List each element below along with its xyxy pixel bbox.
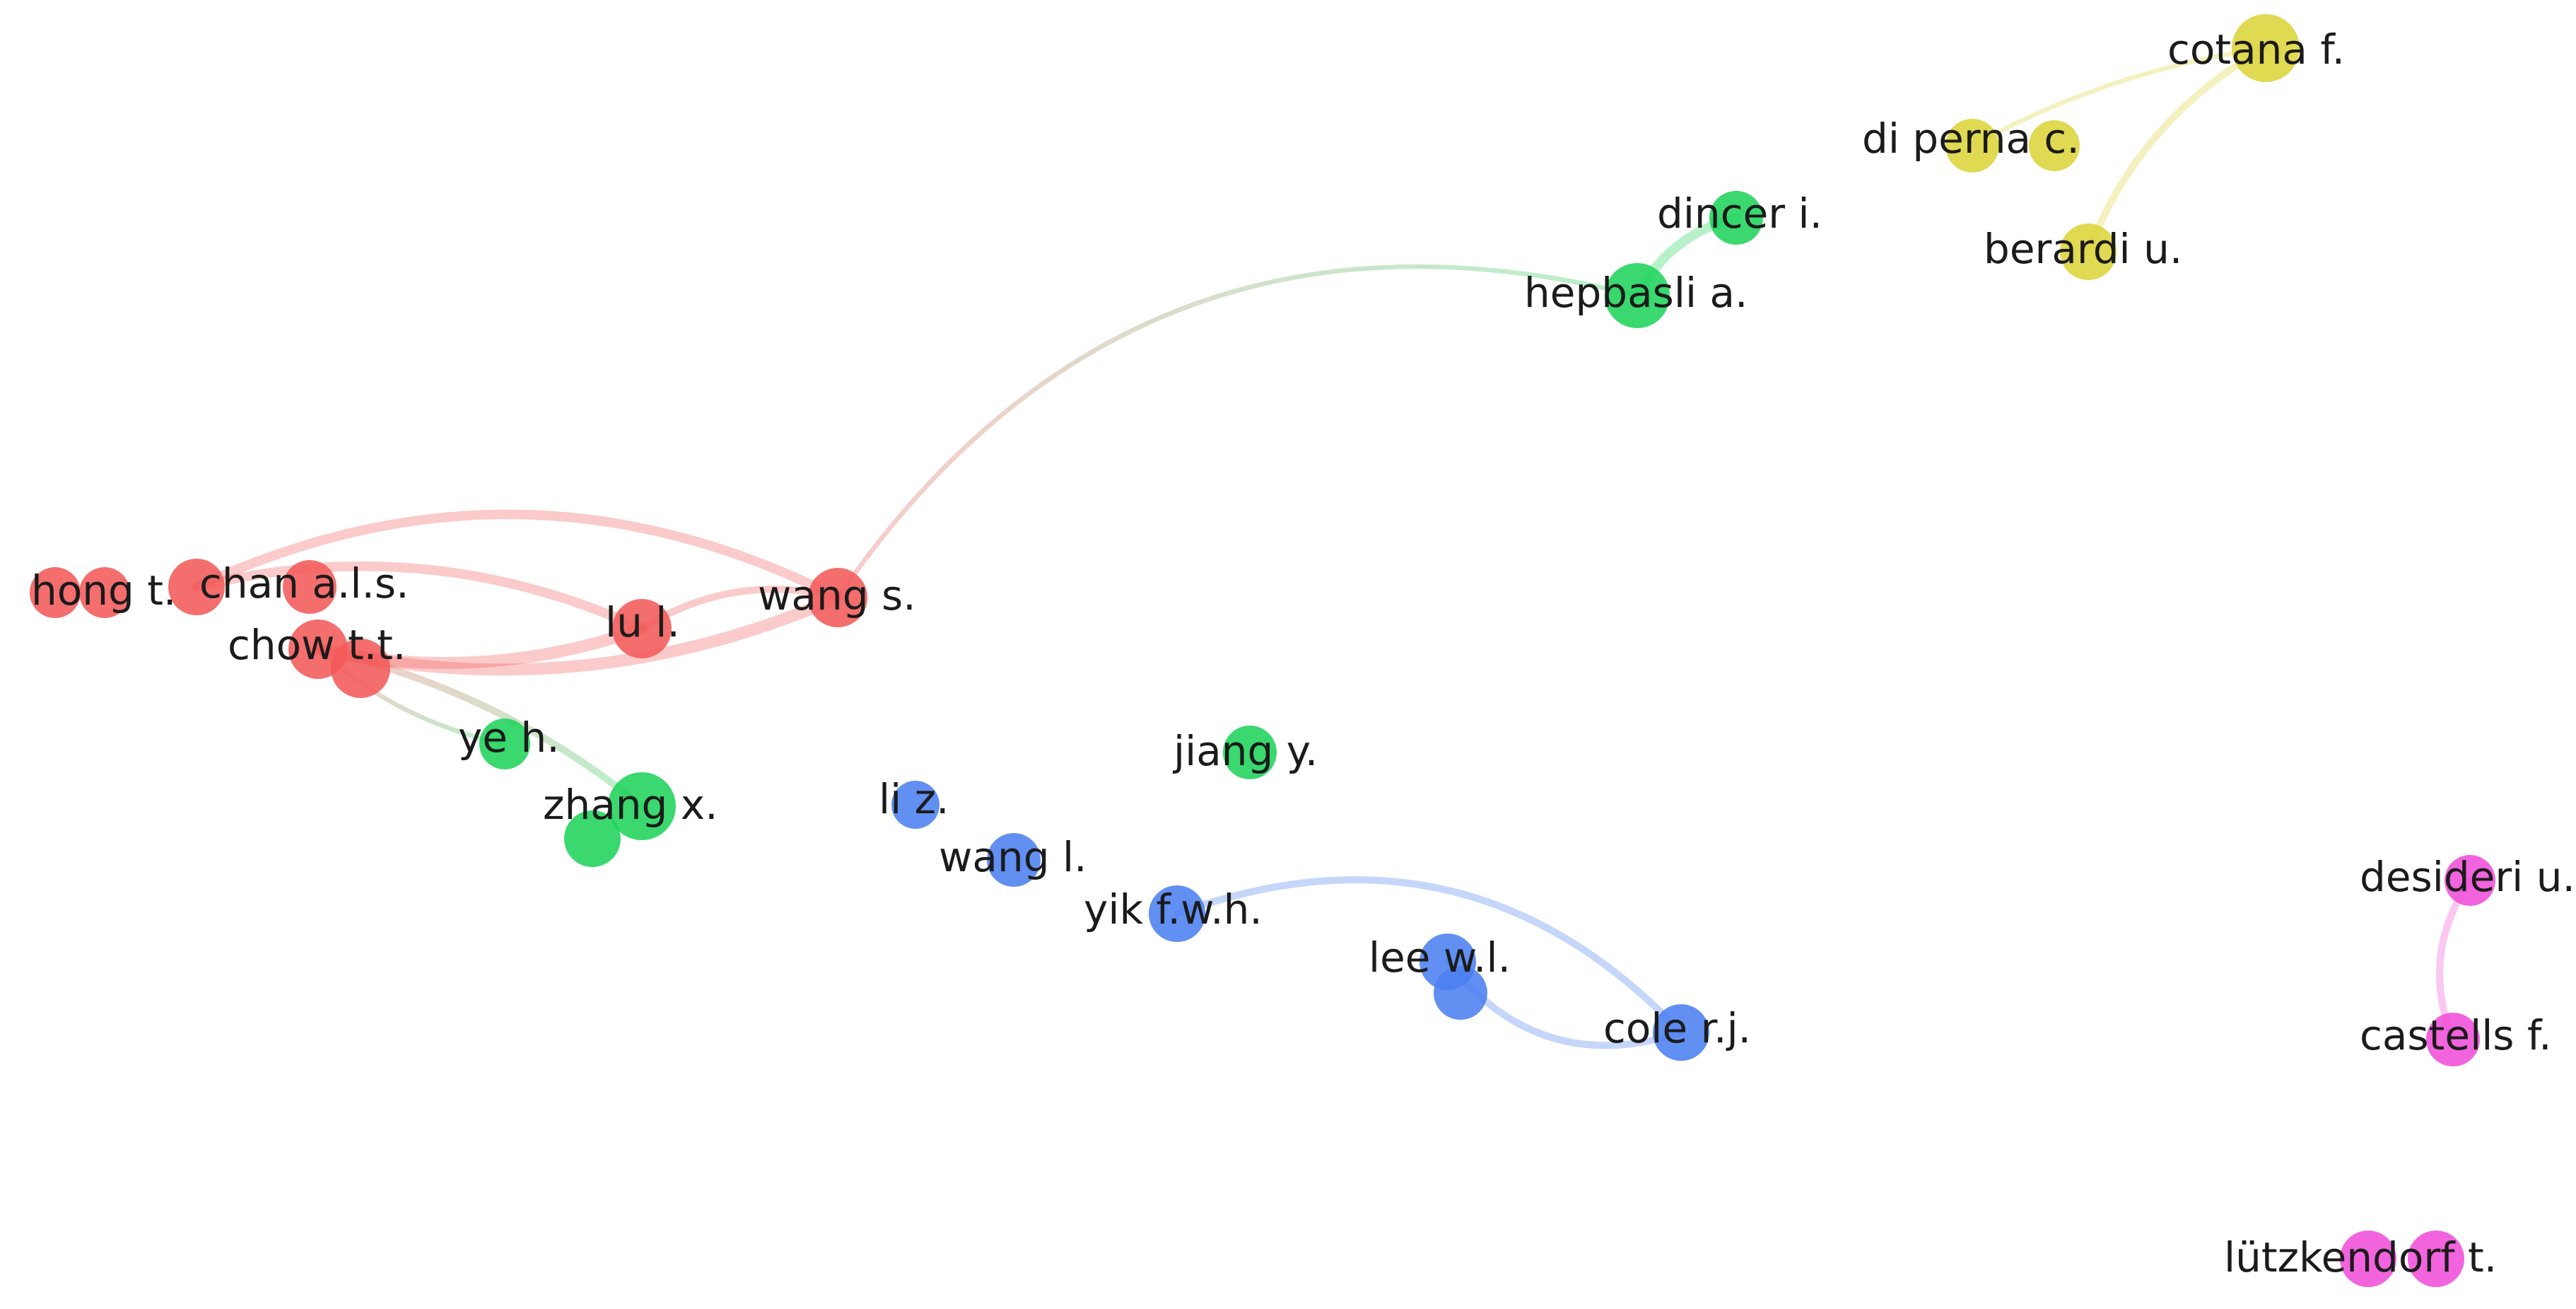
node-circle-cotana[interactable] [2232,14,2300,82]
node-label-zhang: zhang x. [543,781,718,829]
link-yik-cole [1173,876,1685,1036]
node-yik[interactable] [1149,885,1205,942]
node-label-wangs: wang s. [758,571,916,619]
node-label-lutzkendorf: lützkendorf t. [2224,1233,2497,1281]
node-label-berardi: berardi u. [1984,225,2182,273]
node-circle-chan[interactable] [168,559,225,615]
node-diperna[interactable] [1945,119,2080,173]
node-circle-hong-1[interactable] [79,567,130,618]
node-label-castells: castells f. [2360,1011,2552,1059]
node-circle-ye[interactable] [479,719,530,769]
node-circle-dincer[interactable] [1709,191,1763,245]
node-cotana[interactable] [2232,14,2300,82]
links-layer [192,45,2473,1049]
node-label-liz: li z. [879,775,949,823]
link-wangs-hepbasli [835,264,1640,600]
node-label-dincer: dincer i. [1657,190,1822,238]
node-label-desideri: desideri u. [2360,853,2575,901]
node-circle-yik[interactable] [1149,885,1205,942]
node-circle-jiang[interactable] [1223,726,1277,779]
node-label-cotana: cotana f. [2167,25,2345,74]
node-berardi[interactable] [2060,223,2117,280]
node-wangl[interactable] [987,833,1041,887]
node-label-hong: hong t. [31,566,176,615]
node-circle-diperna-1[interactable] [2029,120,2080,171]
node-liz[interactable] [891,781,939,829]
node-label-yik: yik f.w.h. [1084,885,1263,933]
node-circle-liz[interactable] [891,781,939,829]
node-circle-zhang-1[interactable] [564,810,621,867]
link-cotana-berardi [2085,45,2269,255]
node-circle-hepbasli[interactable] [1605,263,1670,328]
node-circle-castells[interactable] [2426,1013,2480,1066]
node-circle-lutzkendorf[interactable] [2340,1231,2396,1287]
node-label-jiang: jiang y. [1172,727,1318,775]
node-lu[interactable] [612,599,672,658]
node-label-lee: lee w.l. [1369,933,1511,982]
link-chan-lu [192,562,647,634]
node-circle-wangl[interactable] [987,833,1041,887]
node-circle-chan-1[interactable] [283,560,336,614]
node-circle-lutzkendorf-1[interactable] [2408,1231,2464,1287]
node-jiang[interactable] [1223,726,1277,779]
node-label-hepbasli: hepbasli a. [1524,269,1747,317]
link-diperna-cotana [1969,45,2268,149]
node-hong[interactable] [30,567,130,618]
labels-layer: hong t. chan a.l.s. chow t.t. lu l. wang s. y… [31,25,2575,1281]
node-circle-chow-1[interactable] [331,639,390,698]
node-label-chan: chan a.l.s. [199,559,409,607]
node-wangs[interactable] [808,568,867,627]
link-chow-wangs [312,591,844,676]
node-label-ye: ye h. [458,714,560,762]
node-desideri[interactable] [2445,855,2495,906]
node-label-diperna: di perna c. [1862,115,2080,163]
node-chow[interactable] [288,619,390,698]
node-circle-cole[interactable] [1653,1004,1709,1061]
link-chan-wangs [192,509,843,603]
node-label-cole: cole r.j. [1603,1004,1751,1052]
node-hepbasli[interactable] [1605,263,1670,328]
node-circle-desideri[interactable] [2445,855,2495,906]
node-dincer[interactable] [1709,191,1763,245]
node-circle-berardi[interactable] [2060,223,2117,280]
node-circle-lee-1[interactable] [1434,966,1487,1020]
node-circle-diperna[interactable] [1945,119,1999,173]
node-circle-wangs[interactable] [808,568,867,627]
node-zhang[interactable] [564,772,676,867]
node-label-wangl: wang l. [939,833,1087,881]
node-cole[interactable] [1653,1004,1709,1061]
node-circle-zhang[interactable] [608,772,676,840]
node-lee[interactable] [1419,933,1487,1020]
node-lutzkendorf[interactable] [2340,1231,2464,1287]
node-ye[interactable] [479,719,530,769]
node-castells[interactable] [2426,1013,2480,1066]
nodes-layer [30,14,2495,1287]
node-circle-hong[interactable] [30,567,81,618]
node-circle-lu[interactable] [612,599,672,658]
node-chan[interactable] [168,559,336,615]
node-label-lu: lu l. [605,598,680,646]
node-label-chow: chow t.t. [228,621,406,669]
